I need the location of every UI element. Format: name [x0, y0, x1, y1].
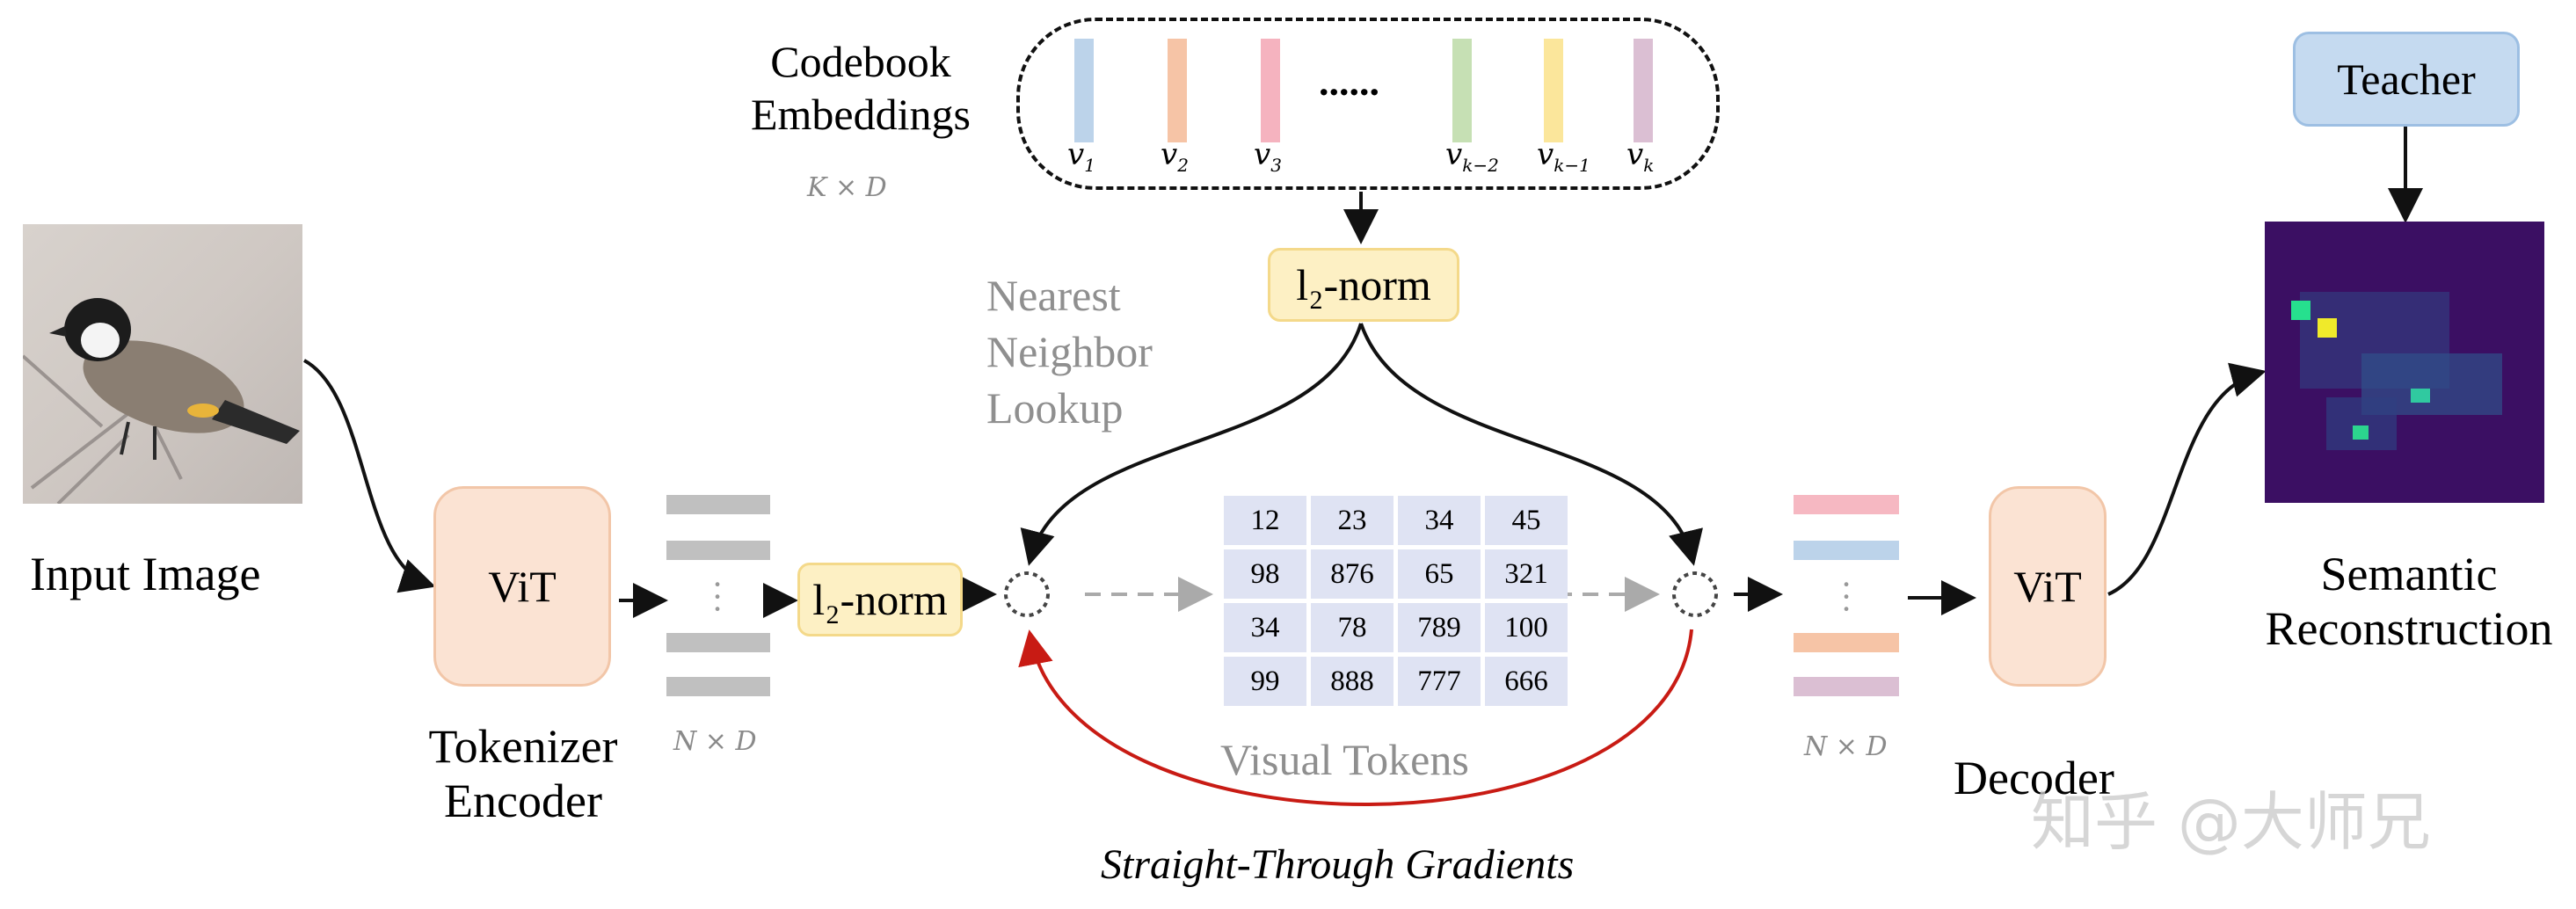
norm-box-left: l₂-norm [797, 563, 963, 636]
input-image-label: Input Image [30, 548, 261, 600]
encoder-token-bar [666, 541, 770, 560]
codebook-vector-label: v3 [1254, 137, 1282, 176]
decoder-token-bar [1794, 633, 1899, 652]
decoder-caption: Decoder [1954, 752, 2114, 804]
arrow-decoder-to-output [2107, 362, 2267, 596]
heatmap-icon [2291, 292, 2502, 450]
decoder-ellipsis: ··· [1840, 564, 1852, 629]
token-cell: 78 [1311, 603, 1394, 652]
teacher-box: Teacher [2293, 32, 2520, 127]
token-cell: 65 [1398, 549, 1481, 599]
decoder-token-bar [1794, 677, 1899, 696]
teacher-label: Teacher [2337, 55, 2476, 104]
token-cell: 45 [1485, 496, 1568, 545]
token-cell: 777 [1398, 657, 1481, 706]
norm-label-top: l₂-norm [1296, 260, 1431, 309]
arrow-norm-to-right-circle [1359, 323, 1703, 566]
encoder-token-bar [666, 633, 770, 652]
token-cell: 876 [1311, 549, 1394, 599]
decoder-token-bar [1794, 541, 1899, 560]
codebook-title-line1: Codebook [770, 37, 951, 86]
token-cell: 34 [1224, 603, 1306, 652]
watermark: 知乎 @大师兄 [2031, 785, 2431, 859]
encoder-vit-box: ViT [433, 486, 611, 687]
codebook-dim-label: K × D [807, 172, 887, 203]
codebook-vector-label: v1 [1067, 137, 1095, 176]
decoder-dim-label: N × D [1804, 731, 1888, 762]
output-line2: Reconstruction [2265, 602, 2553, 655]
lookup-line1: Nearest [986, 271, 1121, 320]
token-cell: 34 [1398, 496, 1481, 545]
quantize-output-circle [1672, 571, 1718, 617]
codebook-title: Codebook Embeddings [733, 35, 988, 141]
input-image [23, 224, 302, 504]
codebook-vector [1168, 39, 1187, 142]
token-cell: 888 [1311, 657, 1394, 706]
codebook-vector-label: v2 [1161, 137, 1189, 176]
arrow-image-to-encoder [303, 359, 436, 593]
encoder-dim-label: N × D [673, 726, 757, 757]
quantize-input-circle [1004, 571, 1050, 617]
decoder-vit-box: ViT [1989, 486, 2107, 687]
semantic-reconstruction-map [2265, 222, 2544, 503]
token-cell: 789 [1398, 603, 1481, 652]
output-label: Semantic Reconstruction [2233, 547, 2576, 656]
codebook-vector [1074, 39, 1094, 142]
token-cell: 98 [1224, 549, 1306, 599]
codebook-vector [1544, 39, 1563, 142]
token-cell: 100 [1485, 603, 1568, 652]
codebook-container [1016, 18, 1720, 190]
codebook-vector-label: vk [1626, 137, 1655, 176]
token-cell: 12 [1224, 496, 1306, 545]
visual-tokens-label: Visual Tokens [1220, 735, 1469, 784]
output-line1: Semantic [2320, 548, 2498, 600]
encoder-caption-line1: Tokenizer [428, 720, 618, 773]
codebook-vector [1634, 39, 1653, 142]
encoder-token-bar [666, 677, 770, 696]
encoder-vit-label: ViT [488, 562, 557, 611]
arrow-norm-to-left-circle [1020, 323, 1363, 566]
codebook-vector-label: vk−2 [1445, 137, 1499, 176]
token-cell: 666 [1485, 657, 1568, 706]
norm-label-left: l₂-norm [812, 575, 948, 624]
decoder-token-bar [1794, 495, 1899, 514]
decoder-vit-label: ViT [2013, 562, 2082, 611]
gradient-arrow [1018, 629, 1693, 806]
lookup-label: Nearest Neighbor Lookup [986, 267, 1153, 436]
token-cell: 23 [1311, 496, 1394, 545]
codebook-ellipsis: ...... [1319, 59, 1379, 104]
encoder-ellipsis: ··· [711, 564, 724, 629]
codebook-title-line2: Embeddings [751, 90, 971, 139]
encoder-caption-line2: Encoder [444, 774, 602, 827]
codebook-vector-label: vk−1 [1537, 137, 1590, 176]
codebook-vector [1452, 39, 1472, 142]
norm-box-top: l₂-norm [1268, 248, 1459, 322]
bird-icon [23, 298, 300, 504]
token-cell: 99 [1224, 657, 1306, 706]
gradient-label: Straight-Through Gradients [1101, 841, 1575, 888]
codebook-vector [1261, 39, 1280, 142]
encoder-token-bar [666, 495, 770, 514]
lookup-line3: Lookup [986, 383, 1124, 433]
encoder-caption: Tokenizer Encoder [413, 719, 633, 828]
lookup-line2: Neighbor [986, 327, 1153, 376]
token-cell: 321 [1485, 549, 1568, 599]
